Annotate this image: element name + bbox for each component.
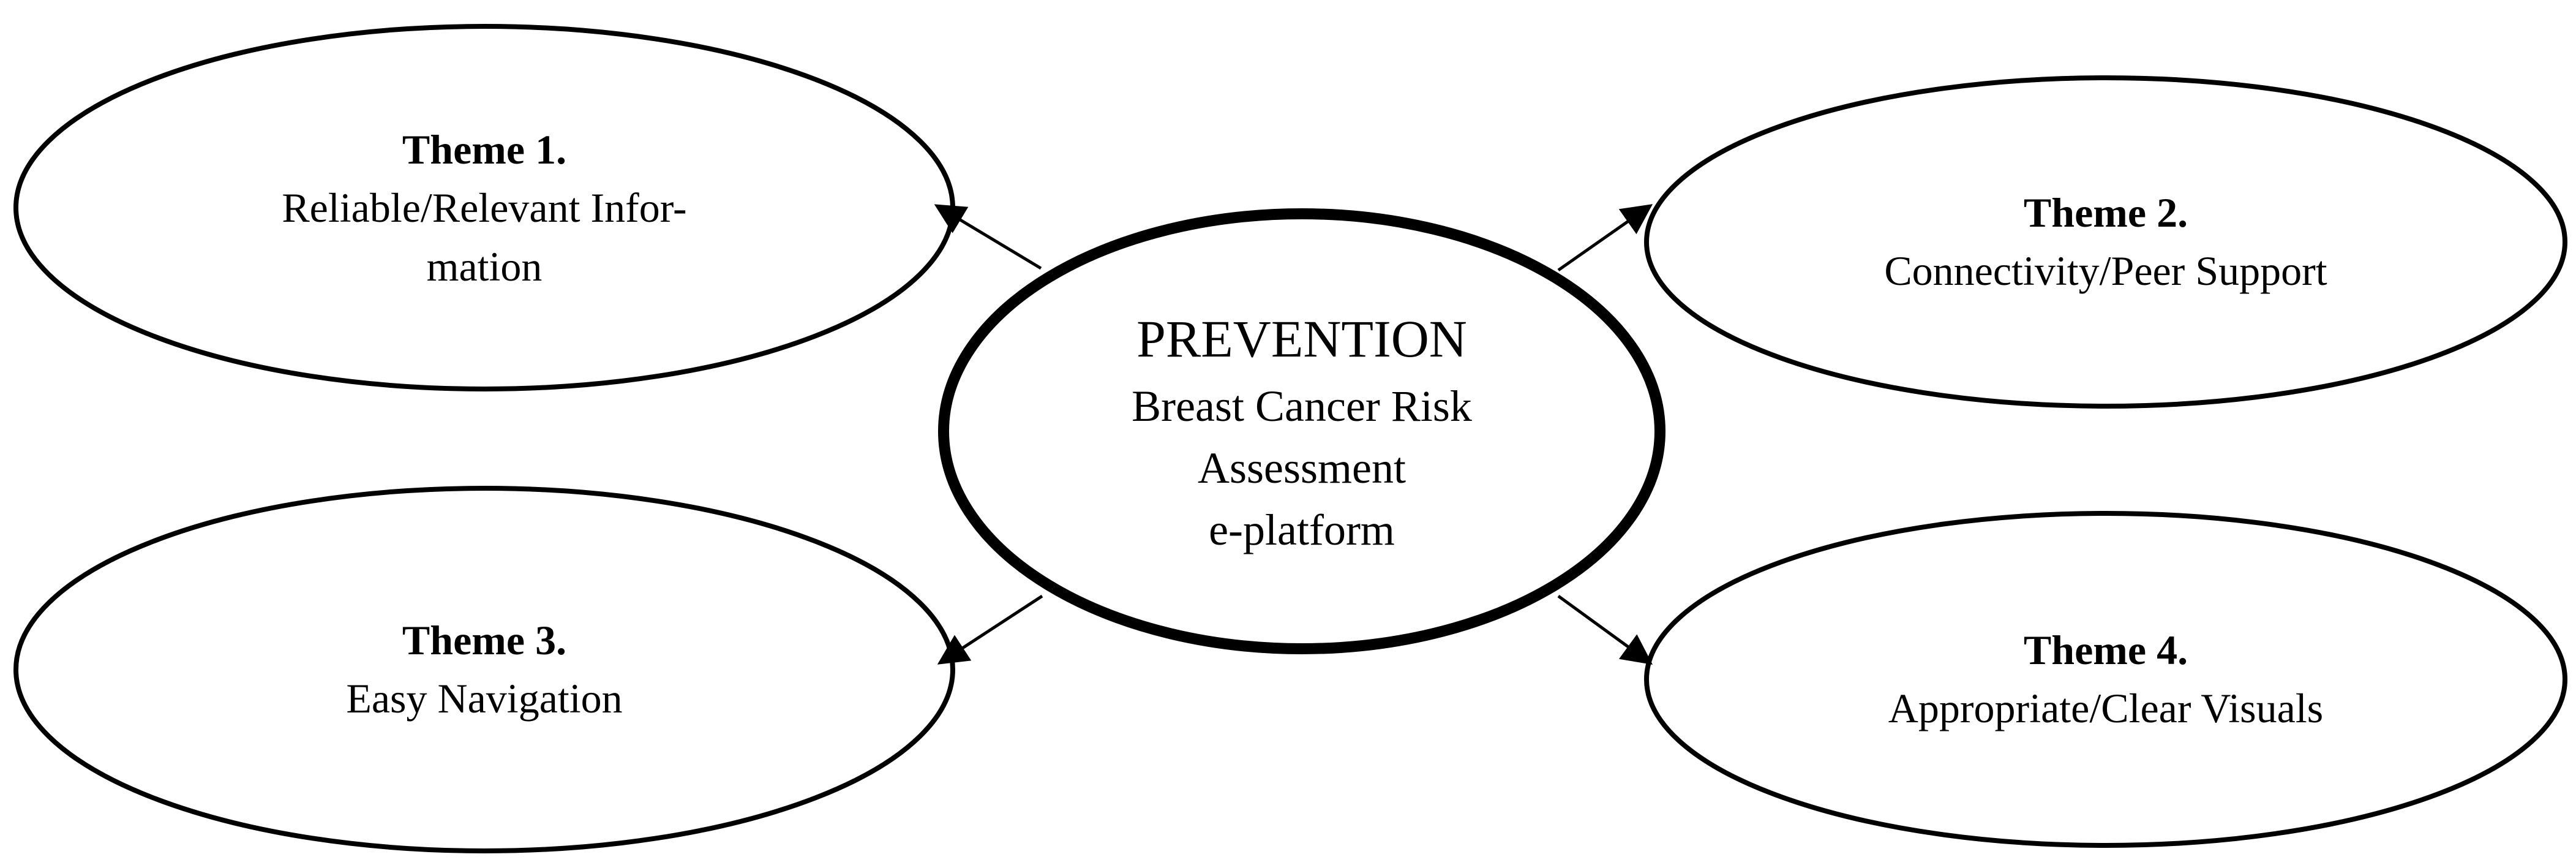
theme-1-line-1: Reliable/Relevant Infor- — [282, 184, 687, 232]
theme-3-title: Theme 3. — [402, 616, 567, 663]
center-line-2: Assessment — [1198, 443, 1406, 493]
theme-3-line-1: Easy Navigation — [346, 675, 623, 722]
arrow-to-theme-1 — [934, 204, 1042, 270]
center-label: PREVENTION Breast Cancer Risk Assessment… — [996, 272, 1608, 591]
theme-4-ellipse — [1644, 511, 2567, 848]
theme-2-line-1: Connectivity/Peer Support — [1884, 247, 2327, 294]
arrow-to-theme-4 — [1557, 594, 1653, 665]
theme-2-label: Theme 2. Connectivity/Peer Support — [1738, 144, 2473, 340]
theme-1-title: Theme 1. — [402, 126, 567, 173]
theme-2-ellipse — [1644, 75, 2567, 409]
arrow-to-theme-2 — [1557, 204, 1653, 272]
center-line-3: e-platform — [1209, 505, 1395, 554]
theme-2-title: Theme 2. — [2023, 189, 2188, 236]
center-ellipse — [938, 208, 1665, 654]
center-line-1: Breast Cancer Risk — [1132, 382, 1472, 431]
theme-4-title: Theme 4. — [2023, 626, 2188, 673]
arrow-to-theme-3 — [937, 594, 1043, 665]
theme-4-label: Theme 4. Appropriate/Clear Visuals — [1738, 581, 2473, 777]
theme-4-line-1: Appropriate/Clear Visuals — [1888, 685, 2324, 731]
theme-1-label: Theme 1. Reliable/Relevant Infor- mation — [117, 104, 852, 312]
theme-1-line-2: mation — [426, 243, 543, 290]
theme-3-ellipse — [13, 486, 955, 853]
center-title: PREVENTION — [1136, 309, 1467, 368]
theme-3-label: Theme 3. Easy Navigation — [117, 572, 852, 768]
